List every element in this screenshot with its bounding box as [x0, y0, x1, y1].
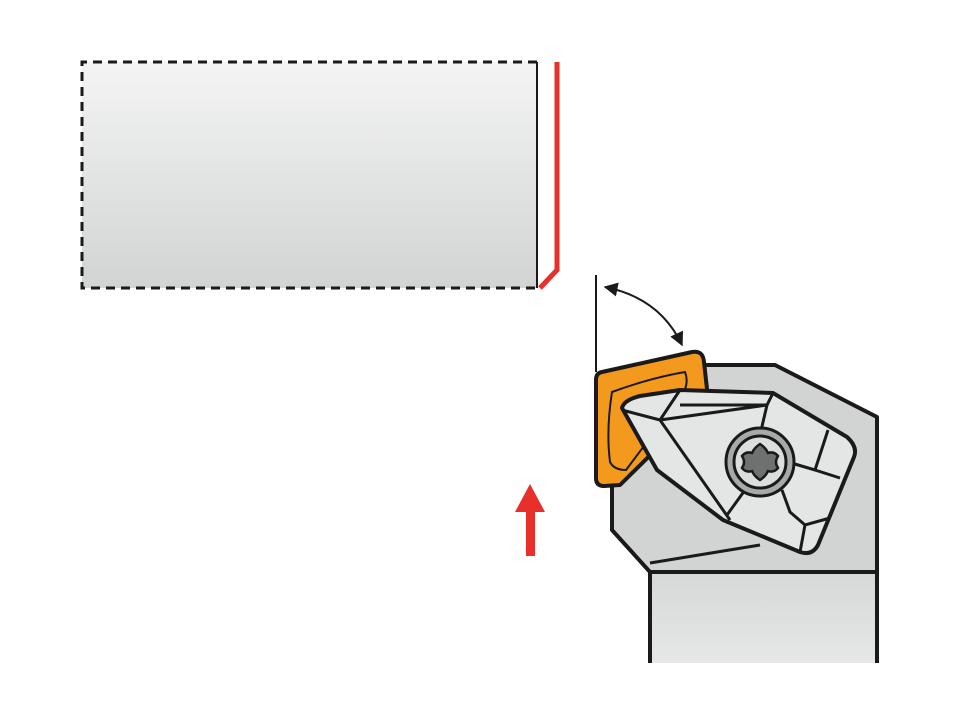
feed-direction-arrow — [515, 484, 545, 556]
workpiece-body — [82, 62, 537, 288]
workpiece-dashed-outline — [80, 60, 537, 290]
machined-surface-line — [538, 62, 560, 290]
head-edge-line — [649, 543, 761, 565]
angle-indicator — [595, 275, 683, 372]
shank — [650, 572, 877, 663]
torx-screw — [724, 426, 796, 498]
angle-arc — [603, 282, 683, 347]
tool-holder — [594, 349, 879, 663]
torx-icon — [740, 442, 780, 482]
workpiece — [80, 60, 560, 290]
